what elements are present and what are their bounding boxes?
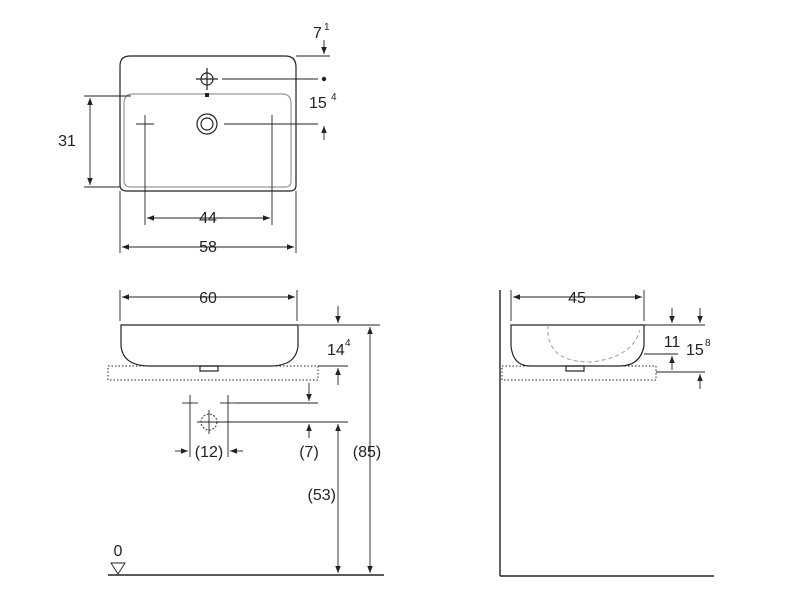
countertop-front — [107, 365, 319, 381]
svg-text:15: 15 — [309, 95, 327, 112]
dim-label-waste-height: (53) — [308, 487, 336, 504]
basin-inner-top — [123, 93, 292, 188]
dim-label-width-top: 58 — [199, 239, 217, 256]
dim-label-bowl-height: 14 4 — [327, 338, 351, 359]
svg-text:8: 8 — [705, 338, 711, 349]
svg-text:4: 4 — [331, 92, 337, 103]
side-view — [499, 290, 714, 577]
dim-label-supply-offset: (7) — [299, 444, 319, 461]
dim-label-supply-spacing: (12) — [195, 444, 223, 461]
svg-text:7: 7 — [313, 25, 322, 42]
dim-label-overflow: 15 4 — [309, 92, 337, 112]
basin-inner-profile-side — [547, 324, 641, 363]
floor-level-label: 0 — [114, 543, 123, 560]
drain-icon — [196, 113, 218, 135]
supply-mark-right — [220, 395, 236, 411]
svg-text:1: 1 — [324, 22, 330, 33]
svg-text:15: 15 — [686, 342, 704, 359]
drain-outlet — [199, 365, 219, 372]
dim-label-width-front: 60 — [199, 290, 217, 307]
tap-hole-icon — [196, 68, 218, 90]
dim-label-depth-top: 31 — [58, 133, 76, 150]
front-view — [107, 290, 384, 576]
dim-label-tap-offset: 7 1 — [313, 22, 330, 42]
dim-label-inner-height: 11 — [664, 334, 681, 351]
floor-level-marker — [110, 562, 126, 575]
top-view — [84, 40, 330, 253]
waste-outlet-icon — [197, 410, 221, 434]
dim-label-total-height: (85) — [353, 444, 381, 461]
dim-label-total-height-side: 15 8 — [686, 338, 711, 359]
supply-mark-left — [182, 395, 198, 411]
basin-outline-side — [510, 324, 645, 367]
basin-outline-top — [119, 55, 297, 192]
basin-outline-front — [120, 324, 299, 367]
countertop-side — [501, 365, 657, 381]
dim-label-tap-spacing: 44 — [199, 210, 217, 227]
svg-text:4: 4 — [345, 338, 351, 349]
dim-label-depth-side: 45 — [568, 290, 586, 307]
tap-position-mark-right — [263, 115, 281, 133]
tap-position-mark-left — [136, 115, 154, 133]
svg-text:14: 14 — [327, 342, 345, 359]
